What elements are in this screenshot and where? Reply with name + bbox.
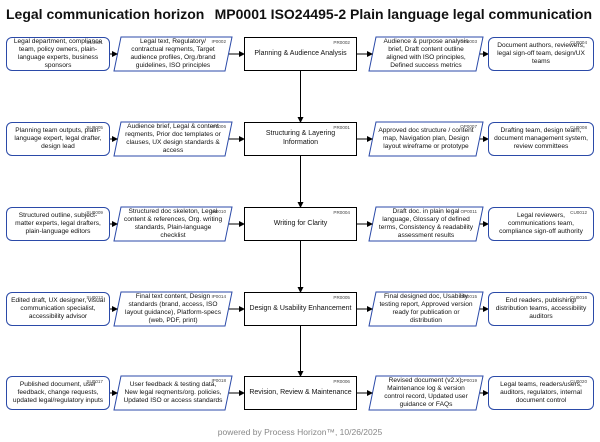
input-box-1-code: IP0002: [211, 39, 226, 44]
input-box-4-text: Final text content, Design standards (br…: [124, 292, 222, 325]
process-box-1-text: Planning & Audience Analysis: [254, 49, 347, 57]
input-box-5-text: User feedback & testing data, New legal …: [123, 380, 223, 405]
output-box-2-shape: [368, 121, 484, 157]
supplier-box-5-text: Published document, user feedback, chang…: [12, 380, 104, 405]
output-box-2-text: Approved doc structure / content map, Na…: [378, 126, 474, 151]
output-box-5-code: OP0019: [460, 378, 477, 383]
supplier-box-3-text: Structured outline, subject-matter exper…: [15, 211, 101, 236]
output-box-2-code: OP0007: [460, 124, 477, 129]
output-box-1-text: Audience & purpose analysis brief, Draft…: [383, 37, 469, 70]
process-box-2-code: PR0001: [333, 125, 350, 130]
input-box-4-shape: [113, 291, 233, 327]
customer-box-1-code: CU0004: [570, 40, 587, 45]
process-box-3-code: PR0004: [333, 210, 350, 215]
supplier-box-1-code: SU0001: [86, 40, 103, 45]
input-box-1-text: Legal text, Regulatory/ contractual reqm…: [130, 37, 216, 70]
supplier-box-4-text: Edited draft, UX designer, visual commun…: [11, 296, 105, 321]
footer-credit: powered by Process Horizon™, 10/26/2025: [217, 427, 383, 437]
process-box-5-code: PR0006: [333, 379, 350, 384]
supplier-box-4-code: SU0013: [86, 295, 103, 300]
customer-box-5-text: Legal teams, readers/users, auditors, re…: [500, 380, 582, 405]
process-box-3-text: Writing for Clarity: [273, 219, 328, 227]
output-box-4-text: Final designed doc, Usability testing re…: [379, 292, 473, 325]
input-box-3-text: Structured doc skeleton, Legal content &…: [123, 207, 223, 240]
output-box-3-code: OP0011: [460, 209, 477, 214]
supplier-box-2-text: Planning team outputs, plain-language ex…: [14, 126, 102, 151]
output-box-4-shape: [368, 291, 484, 327]
customer-box-4-text: End readers, publishing/ distribution te…: [495, 296, 587, 321]
output-box-4-code: OP0015: [460, 294, 477, 299]
output-box-5-shape: [368, 375, 484, 411]
output-box-5-text: Revised document (v2.x), Maintenance log…: [384, 376, 468, 409]
customer-box-2-text: Drafting team, design team, document man…: [494, 126, 588, 151]
customer-box-2-code: CU0008: [570, 125, 587, 130]
supplier-box-1-text: Legal department, compliance team, polic…: [13, 37, 103, 70]
process-title: MP0001 ISO24495-2 Plain language legal c…: [214, 6, 592, 22]
supplier-box-3-code: SU0009: [86, 210, 103, 215]
customer-box-1-text: Document authors, reviewers, legal sign-…: [497, 41, 585, 66]
input-box-4-code: IP0014: [211, 294, 226, 299]
process-box-1-code: PR0002: [333, 40, 350, 45]
output-box-3-text: Draft doc. in plain legal language, Glos…: [378, 207, 474, 240]
input-box-3-shape: [113, 206, 233, 242]
process-box-4-text: Design & Usability Enhancement: [249, 304, 352, 312]
customer-box-3-code: CU0012: [570, 210, 587, 215]
input-box-3-code: IP0010: [211, 209, 226, 214]
diagram-title: Legal communication horizon: [6, 6, 205, 22]
customer-box-3-text: Legal reviewers, communications team, co…: [499, 211, 583, 236]
customer-box-5-code: CU0020: [570, 379, 587, 384]
input-box-2-code: IP0006: [211, 124, 226, 129]
input-box-5-shape: [113, 375, 233, 411]
process-box-4-code: PR0005: [333, 295, 350, 300]
input-box-1-shape: [113, 36, 233, 72]
output-box-3-shape: [368, 206, 484, 242]
input-box-5-code: IP0018: [211, 378, 226, 383]
customer-box-4-code: CU0016: [570, 295, 587, 300]
input-box-2-text: Audience brief, Legal & content reqments…: [125, 122, 221, 155]
output-box-1-code: OP0003: [460, 39, 477, 44]
input-box-2-shape: [113, 121, 233, 157]
supplier-box-2-code: SU0005: [86, 125, 103, 130]
process-box-2-text: Structuring & Layering Information: [265, 130, 336, 146]
supplier-box-5-code: SU0017: [86, 379, 103, 384]
process-box-5-text: Revision, Review & Maintenance: [249, 388, 352, 396]
output-box-1-shape: [368, 36, 484, 72]
